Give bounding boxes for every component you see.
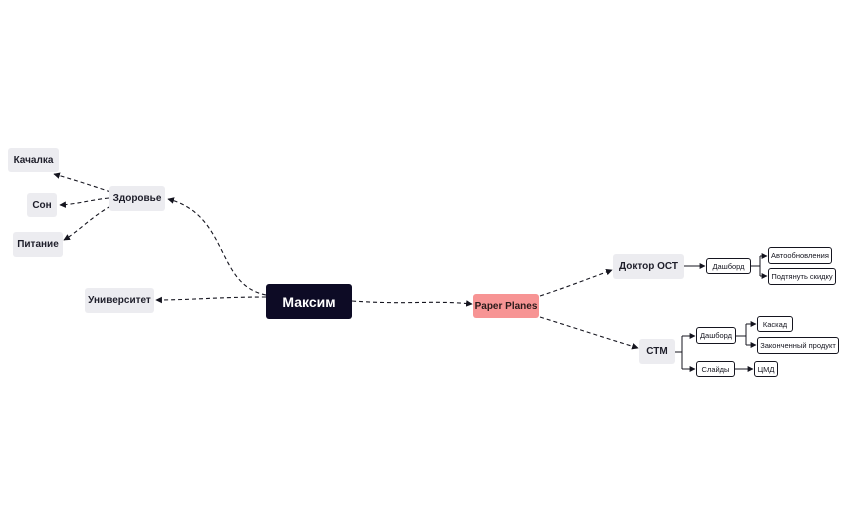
edge-health-gym [53, 172, 112, 193]
edge-root-paper-planes [351, 300, 473, 307]
autoupdate-node[interactable]: Автообновления [768, 247, 832, 264]
cmd-node[interactable]: ЦМД [754, 361, 778, 377]
edge-root-health [167, 197, 267, 296]
edge-health-food [63, 205, 112, 241]
edge-ctm-children [675, 336, 683, 369]
edge-health-sleep [59, 197, 110, 208]
paper-planes-node[interactable]: Paper Planes [473, 294, 539, 318]
edge-pp-ctm [539, 316, 639, 350]
ctm-node[interactable]: СТМ [639, 339, 675, 364]
edge-ctm-dashboard-children [736, 324, 747, 345]
ost-dashboard-node[interactable]: Дашборд [706, 258, 751, 274]
sleep-node[interactable]: Сон [27, 193, 57, 217]
root-node[interactable]: Максим [266, 284, 352, 319]
edge-doctor-dashboard-children [751, 256, 761, 276]
finished-product-node[interactable]: Законченный продукт [757, 337, 839, 354]
food-node[interactable]: Питание [13, 232, 63, 257]
ctm-dashboard-node[interactable]: Дашборд [696, 327, 736, 344]
doctor-ost-node[interactable]: Доктор ОСТ [613, 254, 684, 279]
edge-root-university [155, 296, 267, 304]
edge-pp-doctor [539, 268, 613, 297]
gym-node[interactable]: Качалка [8, 148, 59, 172]
slides-node[interactable]: Слайды [696, 361, 735, 377]
university-node[interactable]: Университет [85, 288, 154, 313]
discount-node[interactable]: Подтянуть скидку [768, 268, 836, 285]
health-node[interactable]: Здоровье [109, 186, 165, 211]
cascade-node[interactable]: Каскад [757, 316, 793, 332]
